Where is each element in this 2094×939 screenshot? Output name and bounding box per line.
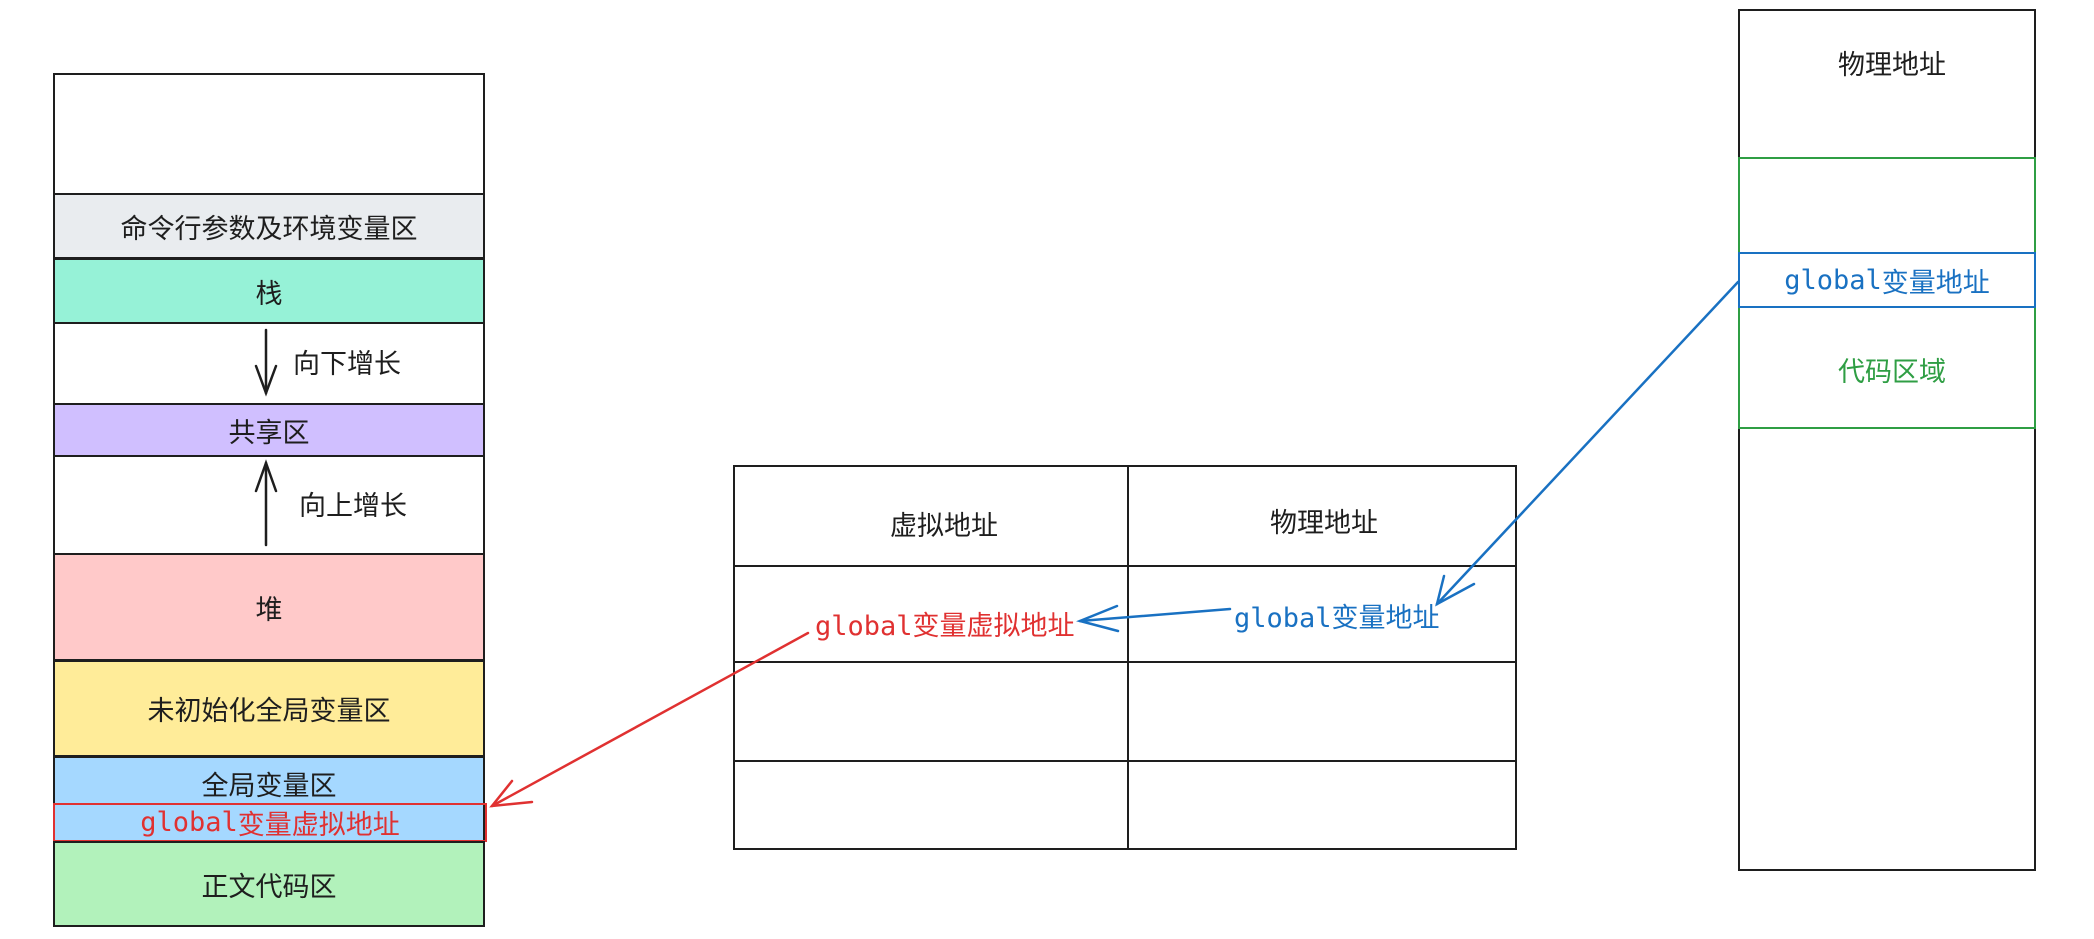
physical-memory-title: 物理地址 bbox=[1838, 50, 1946, 81]
physical-memory-outline bbox=[1738, 9, 2036, 871]
text-segment: 正文代码区 bbox=[53, 841, 485, 927]
page-table-row1-virtual-suffix: 变量虚拟地址 bbox=[912, 611, 1075, 642]
page-table-row1-physical-suffix: 变量地址 bbox=[1331, 603, 1440, 634]
grow-down-label: 向下增长 bbox=[293, 349, 401, 380]
stack-segment-label: 栈 bbox=[255, 278, 283, 310]
page-table-header-virtual: 虚拟地址 bbox=[890, 511, 998, 542]
heap-segment: 堆 bbox=[53, 553, 485, 661]
page-table-column-divider bbox=[1127, 465, 1129, 850]
page-table-row1-virtual: global变量虚拟地址 bbox=[815, 604, 1075, 643]
global-var-virtual-suffix: 变量虚拟地址 bbox=[237, 810, 400, 841]
page-table-row1-physical: global变量地址 bbox=[1234, 596, 1440, 635]
shared-segment: 共享区 bbox=[53, 403, 485, 457]
env-segment-label: 命令行参数及环境变量区 bbox=[120, 213, 418, 245]
env-segment: 命令行参数及环境变量区 bbox=[53, 193, 485, 259]
page-table-row1-virtual-prefix: global bbox=[815, 611, 913, 642]
page-table-row1-physical-prefix: global bbox=[1234, 603, 1332, 634]
page-table-row-divider bbox=[733, 760, 1517, 762]
page-table-row-divider bbox=[733, 661, 1517, 663]
data-segment-label: 全局变量区 bbox=[201, 771, 337, 802]
physical-global-prefix: global bbox=[1784, 264, 1882, 296]
code-region-label: 代码区域 bbox=[1838, 357, 1946, 388]
shared-segment-label: 共享区 bbox=[228, 417, 310, 449]
grow-up-label: 向上增长 bbox=[299, 491, 407, 522]
bss-segment-label: 未初始化全局变量区 bbox=[147, 696, 391, 727]
global-var-virtual-prefix: global bbox=[140, 807, 238, 838]
bss-segment: 未初始化全局变量区 bbox=[53, 660, 485, 757]
page-table bbox=[733, 465, 1517, 850]
text-segment-label: 正文代码区 bbox=[201, 871, 337, 903]
page-table-header-physical: 物理地址 bbox=[1270, 508, 1378, 539]
stack-segment: 栈 bbox=[53, 258, 485, 324]
physical-global-suffix: 变量地址 bbox=[1881, 267, 1990, 299]
heap-segment-label: 堆 bbox=[255, 594, 283, 626]
page-table-row-divider bbox=[733, 565, 1517, 567]
